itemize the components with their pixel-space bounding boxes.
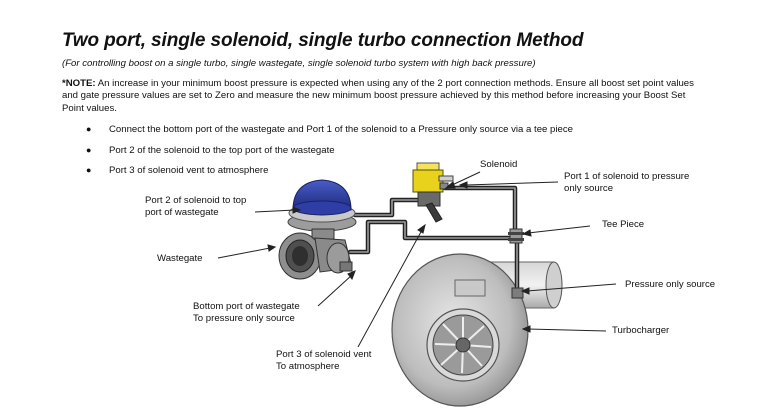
tee-piece-graphic: [508, 228, 524, 244]
note-paragraph: *NOTE: An increase in your minimum boost…: [62, 78, 702, 115]
note-body: An increase in your minimum boost pressu…: [62, 78, 694, 114]
turbo-port-block: [454, 279, 486, 297]
bullet-icon: ●: [86, 144, 92, 155]
list-item: ● Port 2 of the solenoid to the top port …: [62, 145, 573, 166]
hose-bottom-port: [347, 219, 515, 255]
label-pressure-only-source: Pressure only source: [625, 279, 716, 290]
turbo-outlet-flange: [545, 261, 563, 309]
label-solenoid: Solenoid: [480, 159, 518, 170]
note-prefix: *NOTE:: [62, 78, 96, 89]
list-item: ● Port 3 of solenoid vent to atmosphere: [62, 165, 573, 186]
list-item-text: Port 2 of the solenoid to the top port o…: [109, 144, 335, 156]
solenoid-graphic: [412, 162, 454, 223]
list-item-text: Port 3 of solenoid vent to atmosphere: [109, 165, 269, 176]
label-port2-line2: port of wastegate: [145, 206, 219, 218]
label-turbocharger: Turbocharger: [612, 325, 670, 336]
list-item: ● Connect the bottom port of the wastegat…: [62, 124, 573, 145]
instruction-list: ● Connect the bottom port of the wastegat…: [62, 124, 573, 186]
label-port1-line2: only source: [564, 182, 614, 194]
pressure-source-nipple: [511, 287, 524, 299]
turbocharger-graphic: [391, 253, 563, 407]
label-bottom-port-line1: Bottom port of wastegate: [193, 301, 300, 312]
hose-port1: [442, 185, 518, 231]
label-port2-line1: Port 2 of solenoid to top: [145, 195, 247, 206]
label-tee-piece: Tee Piece: [602, 219, 645, 230]
hose-port2: [352, 197, 421, 218]
label-port1-line1: Port 1 of solenoid to pressure: [564, 171, 690, 182]
document-subtitle: (For controlling boost on a single turbo…: [62, 58, 536, 69]
label-port3-line2: To atmosphere: [276, 360, 340, 372]
label-bottom-port-line2: To pressure only source: [193, 312, 295, 324]
leader-lines: [217, 171, 617, 348]
document-title: Two port, single solenoid, single turbo …: [62, 30, 584, 51]
label-wastegate: Wastegate: [157, 253, 203, 264]
list-item-text: Connect the bottom port of the wastegate…: [109, 124, 573, 135]
compressor-nut: [455, 337, 471, 353]
wastegate-graphic: [278, 179, 357, 280]
bullet-icon: ●: [86, 165, 92, 175]
bullet-icon: ●: [86, 124, 92, 134]
label-port3-line1: Port 3 of solenoid vent: [276, 349, 372, 360]
